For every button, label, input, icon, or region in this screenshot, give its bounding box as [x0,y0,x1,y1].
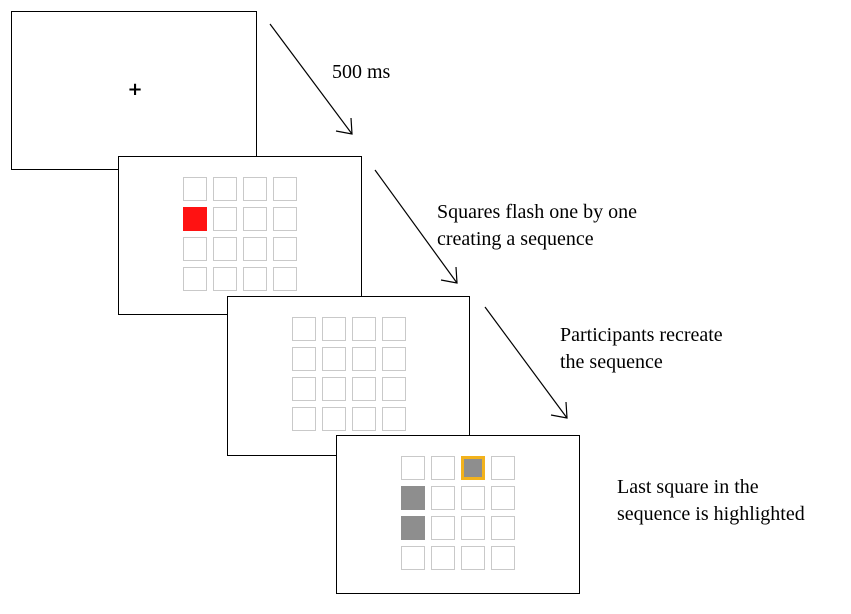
grid-square [352,407,376,431]
grid-square [382,317,406,341]
arrow-3 [484,306,568,419]
grid-square [213,177,237,201]
grid-square [431,516,455,540]
caption-line: 500 ms [332,61,391,83]
grid-square [491,456,515,480]
encoding-screen [118,156,362,315]
square-grid [401,456,515,570]
fixation-screen: + [11,11,257,170]
grid-square [273,207,297,231]
grid-square [491,546,515,570]
grid-square [292,377,316,401]
grid-square [322,377,346,401]
grid-square [322,347,346,371]
grid-square [213,207,237,231]
grid-square [461,486,485,510]
grid-square [401,546,425,570]
grid-square [382,377,406,401]
grid-square [243,177,267,201]
grid-square [352,377,376,401]
grid-square [243,267,267,291]
grid-square [382,407,406,431]
grid-square [431,486,455,510]
selected-square [401,516,425,540]
grid-square [292,407,316,431]
feedback-screen [336,435,580,594]
grid-square [183,237,207,261]
grid-square [322,317,346,341]
grid-square [352,317,376,341]
grid-square [273,177,297,201]
square-grid [292,317,406,431]
flashing-square [183,207,207,231]
grid-square [352,347,376,371]
grid-square [273,237,297,261]
last-highlighted-square [461,456,485,480]
caption-line: Last square in the [617,476,759,498]
grid-square [273,267,297,291]
grid-square [431,546,455,570]
grid-square [243,237,267,261]
grid-square [491,486,515,510]
caption-line: creating a sequence [437,228,594,250]
grid-square [491,516,515,540]
grid-square [213,237,237,261]
caption-line: Participants recreate [560,324,723,346]
selected-square [401,486,425,510]
caption-line: the sequence [560,351,663,373]
grid-square [243,207,267,231]
grid-square [213,267,237,291]
caption-squares-flash: Squares flash one by one creating a sequ… [437,199,637,253]
grid-square [292,347,316,371]
grid-square [183,177,207,201]
caption-500-ms: 500 ms [332,59,390,86]
grid-square [461,546,485,570]
grid-square [382,347,406,371]
grid-square [292,317,316,341]
recall-screen [227,296,470,456]
caption-participants-recreate: Participants recreate the sequence [560,322,723,376]
fixation-cross: + [127,79,143,100]
grid-square [461,516,485,540]
caption-line: sequence is highlighted [617,503,805,525]
grid-square [183,267,207,291]
grid-square [322,407,346,431]
caption-last-square: Last square in the sequence is highlight… [617,474,805,528]
caption-line: Squares flash one by one [437,201,637,223]
grid-square [401,456,425,480]
square-grid [183,177,297,291]
grid-square [431,456,455,480]
